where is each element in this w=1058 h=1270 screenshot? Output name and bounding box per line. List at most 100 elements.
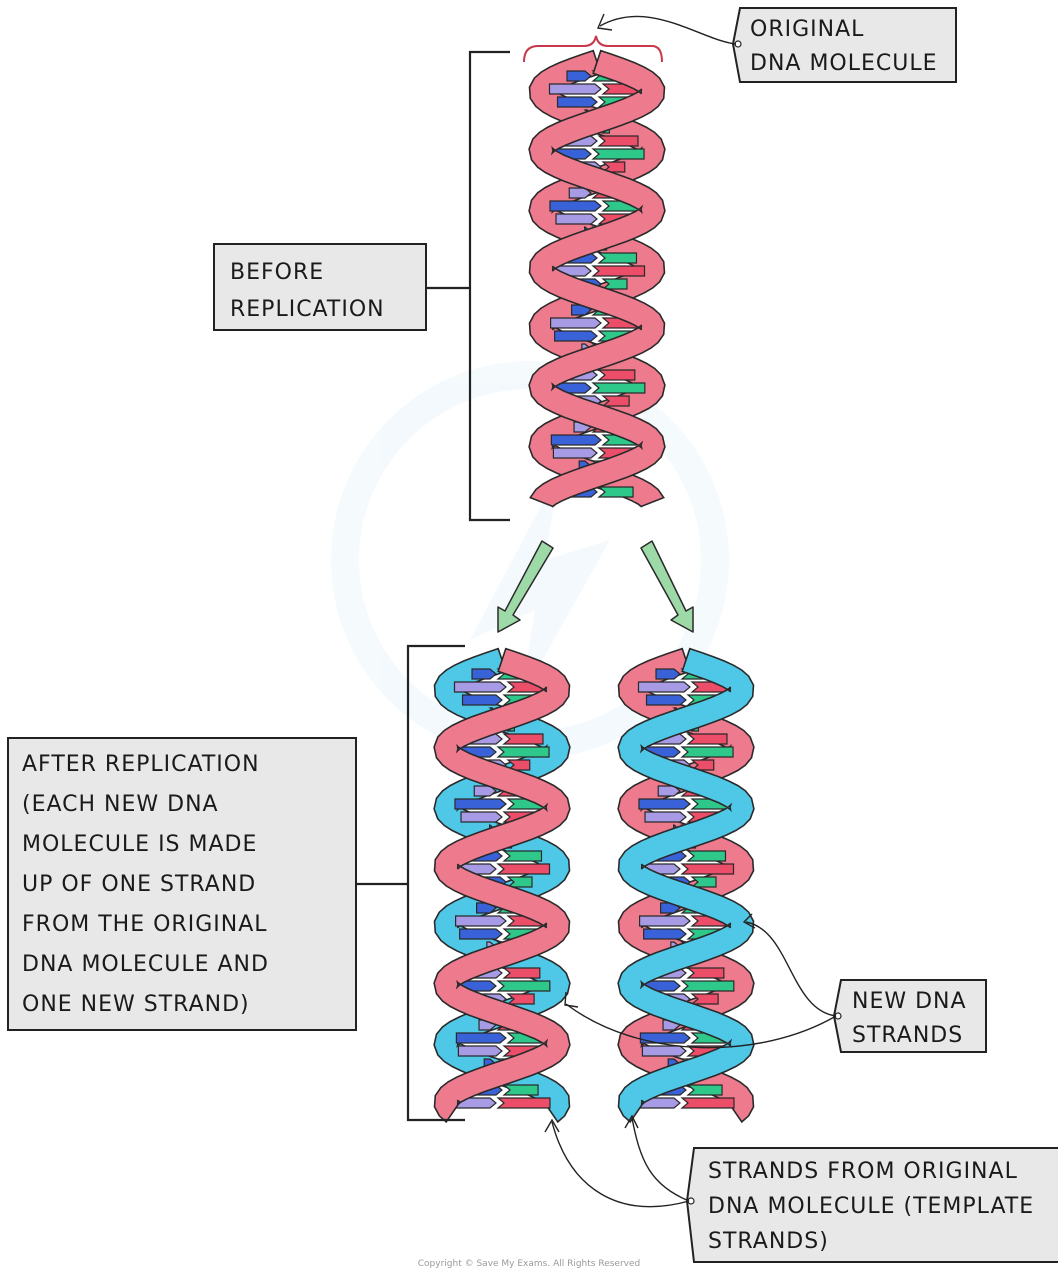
- pointer-template-right: [631, 1117, 690, 1202]
- left-base-left: [460, 811, 503, 823]
- left-base-right: [506, 759, 531, 771]
- label-after-replication: AFTER REPLICATION (EACH NEW DNA MOLECULE…: [7, 737, 357, 1031]
- label-before-line1: BEFORE: [230, 260, 324, 285]
- label-original-line2: DNA MOLECULE: [750, 51, 938, 76]
- label-after-line2: (EACH NEW DNA: [22, 792, 219, 817]
- label-template-line2: DNA MOLECULE (TEMPLATE: [708, 1194, 1034, 1219]
- left-base-right: [496, 980, 551, 992]
- pointer-new-strand-left-head: [564, 991, 579, 1008]
- label-new-line2: STRANDS: [852, 1023, 963, 1048]
- original-base-right: [591, 382, 646, 394]
- original-strand-a: [528, 49, 666, 508]
- pointer-template-left: [551, 1121, 690, 1208]
- left-base-right: [502, 850, 543, 862]
- copyright-notice: Copyright © Save My Exams. All Rights Re…: [418, 1259, 640, 1269]
- watermark-logo: [331, 361, 729, 759]
- label-after-line4: UP OF ONE STRAND: [22, 872, 256, 897]
- left-base-right: [496, 863, 551, 875]
- right-base-right: [680, 746, 734, 758]
- label-after-line1: AFTER REPLICATION: [22, 752, 260, 777]
- right-base-right: [686, 733, 728, 745]
- right-base-right: [680, 1097, 735, 1109]
- left-base-left: [471, 668, 497, 680]
- label-before-replication: BEFORE REPLICATION: [213, 243, 427, 331]
- label-original-dna-molecule: ORIGINAL DNA MOLECULE: [731, 7, 957, 83]
- original-base-right: [597, 369, 636, 381]
- right-base-right: [680, 863, 735, 875]
- right-base-left: [641, 1045, 687, 1057]
- pointer-new-strand-right-head: [742, 913, 756, 929]
- right-base-left: [645, 694, 687, 706]
- left-base-left: [454, 798, 507, 810]
- right-base-left: [639, 1032, 691, 1044]
- original-base-right: [591, 148, 645, 160]
- original-base-right: [597, 486, 634, 498]
- right-base-right: [686, 850, 727, 862]
- label-new-line1: NEW DNA: [852, 989, 967, 1014]
- left-base-right: [496, 746, 550, 758]
- pointer-original: [599, 15, 737, 45]
- original-base-left: [550, 317, 602, 329]
- left-base-left: [453, 681, 507, 693]
- original-base-right: [601, 395, 630, 407]
- left-strand-a: [433, 647, 571, 1124]
- left-base-right: [496, 1097, 551, 1109]
- right-base-left: [637, 681, 691, 693]
- original-base-left: [566, 70, 592, 82]
- original-base-left: [550, 434, 602, 446]
- pointer-template-right-head: [624, 1114, 639, 1129]
- left-base-right: [502, 1084, 539, 1096]
- right-base-right: [690, 993, 719, 1005]
- label-after-line5: FROM THE ORIGINAL: [22, 912, 268, 937]
- original-base-left: [554, 330, 598, 342]
- left-base-left: [455, 915, 507, 927]
- daughter-dna-helix-right: [617, 647, 755, 1124]
- label-template-line1: STRANDS FROM ORIGINAL: [708, 1159, 1018, 1184]
- original-base-right: [591, 265, 646, 277]
- original-base-left: [555, 213, 598, 225]
- pointer-new-strand-left: [565, 1003, 837, 1049]
- original-molecule-brace: [523, 35, 663, 63]
- original-base-right: [597, 252, 638, 264]
- label-after-line7: ONE NEW STRAND): [22, 992, 250, 1017]
- label-after-line6: DNA MOLECULE AND: [22, 952, 269, 977]
- label-new-dna-strands: NEW DNA STRANDS: [832, 979, 987, 1053]
- left-base-right: [506, 876, 533, 888]
- right-base-left: [655, 668, 681, 680]
- left-base-right: [506, 993, 535, 1005]
- pointer-template-left-head: [544, 1118, 560, 1133]
- right-base-left: [643, 928, 687, 940]
- original-base-right: [601, 278, 628, 290]
- left-base-left: [457, 1045, 503, 1057]
- pointer-original-head: [596, 13, 613, 31]
- original-base-left: [556, 96, 598, 108]
- left-base-left: [455, 1032, 507, 1044]
- right-base-right: [686, 1084, 723, 1096]
- left-base-left: [461, 694, 503, 706]
- right-base-right: [690, 759, 715, 771]
- right-base-left: [638, 798, 691, 810]
- label-before-line2: REPLICATION: [230, 297, 385, 322]
- original-base-left: [548, 83, 602, 95]
- original-base-right: [597, 135, 639, 147]
- right-base-left: [644, 811, 687, 823]
- original-base-right: [601, 161, 626, 173]
- label-template-line3: STRANDS): [708, 1229, 829, 1254]
- right-base-right: [680, 980, 735, 992]
- replication-arrow-right: [640, 540, 694, 633]
- right-base-right: [686, 967, 725, 979]
- original-base-left: [549, 200, 602, 212]
- pointer-new-strand-right: [745, 921, 837, 1017]
- before-replication-bracket: [468, 50, 510, 522]
- original-dna-helix: [528, 49, 666, 508]
- label-original-line1: ORIGINAL: [750, 17, 864, 42]
- right-base-left: [639, 915, 691, 927]
- right-base-right: [690, 876, 717, 888]
- label-template-strands: STRANDS FROM ORIGINAL DNA MOLECULE (TEMP…: [685, 1147, 1058, 1263]
- daughter-dna-helix-left: [433, 647, 571, 1124]
- original-base-left: [552, 447, 598, 459]
- label-after-line3: MOLECULE IS MADE: [22, 832, 257, 857]
- replication-arrow-left: [497, 540, 554, 633]
